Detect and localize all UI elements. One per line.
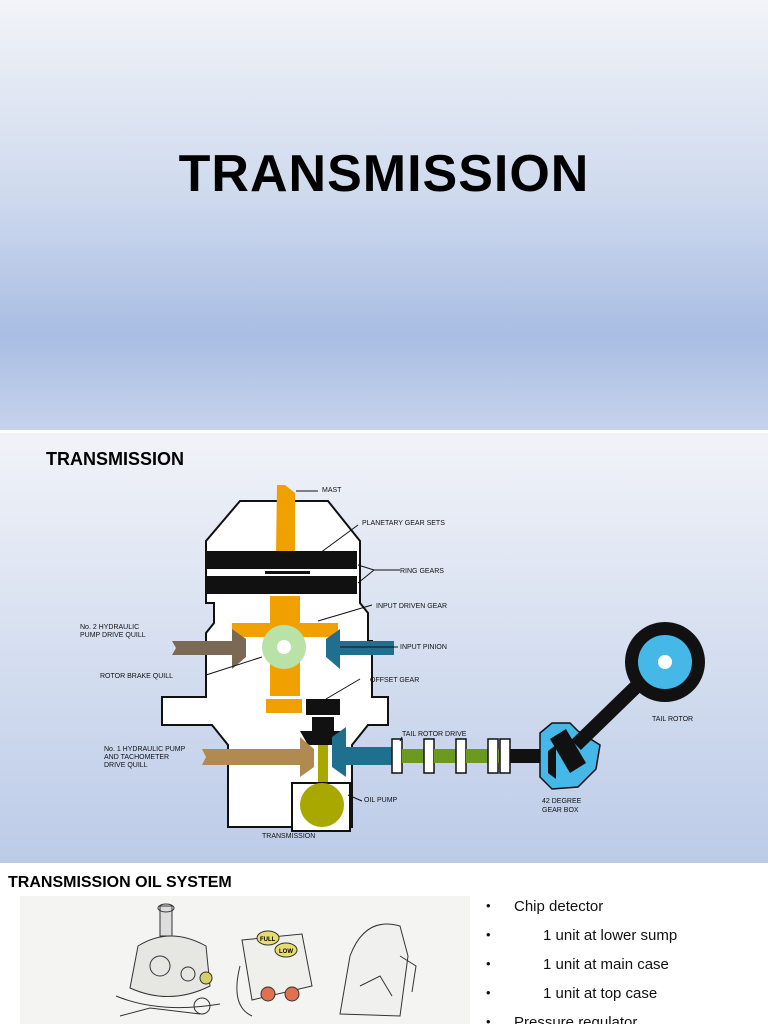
label-gearbox-line1: 42 DEGREE: [542, 798, 582, 805]
label-hydraulic-1-line3: DRIVE QUILL: [104, 762, 148, 769]
label-hydraulic-2-line2: PUMP DRIVE QUILL: [80, 632, 146, 639]
tag-full: FULL: [260, 937, 276, 943]
input-pinion: [340, 641, 394, 655]
label-tail-rotor: TAIL ROTOR: [652, 716, 693, 723]
label-hydraulic-1-line2: AND TACHOMETER: [104, 754, 169, 761]
bullet-item: •1 unit at lower sump: [486, 927, 678, 944]
label-input-driven-gear: INPUT DRIVEN GEAR: [376, 603, 447, 610]
bullet-dot: •: [486, 927, 491, 942]
mast: [276, 485, 295, 553]
label-rotor-brake-quill: ROTOR BRAKE QUILL: [100, 673, 173, 680]
label-offset-gear: OFFSET GEAR: [370, 677, 419, 684]
label-hydraulic-1-line1: No. 1 HYDRAULIC PUMP: [104, 746, 186, 753]
label-transmission: TRANSMISSION: [262, 833, 315, 840]
tag-low: LOW: [279, 949, 293, 955]
diagram-slide: TRANSMISSION: [0, 433, 768, 863]
bullet-item: •Pressure regulator: [484, 1014, 768, 1024]
title-slide: TRANSMISSION: [0, 0, 768, 430]
hydraulic-pump-2-quill: [172, 641, 232, 655]
label-planetary-gear-sets: PLANETARY GEAR SETS: [362, 520, 445, 527]
bullet-dot: •: [486, 985, 491, 1000]
label-tail-rotor-drive: TAIL ROTOR DRIVE: [402, 731, 467, 738]
bullet-item: •1 unit at top case: [486, 985, 658, 1002]
label-ring-gears: RING GEARS: [400, 568, 444, 575]
slide-separator: [0, 430, 768, 433]
bullet-dot: •: [486, 1014, 491, 1024]
transmission-diagram: MAST PLANETARY GEAR SETS RING GEARS INPU…: [80, 485, 705, 840]
oil-system-slide: TRANSMISSION OIL SYSTEM: [0, 866, 768, 1024]
tail-rotor-drive: [391, 738, 550, 774]
hydraulic-pump-1-quill: [202, 749, 300, 765]
ring-gear-lower: [207, 576, 357, 594]
slide-separator: [0, 863, 768, 866]
bullet-dot: •: [486, 898, 491, 913]
label-input-pinion: INPUT PINION: [400, 644, 447, 651]
slide-title: TRANSMISSION: [46, 449, 185, 469]
slide-title: TRANSMISSION OIL SYSTEM: [8, 874, 232, 891]
ring-gear-upper: [207, 551, 357, 569]
bullet-dot: •: [486, 956, 491, 971]
label-hydraulic-2-line1: No. 2 HYDRAULIC: [80, 624, 139, 631]
bullet-item: •Chip detector: [486, 898, 604, 915]
slide-title: TRANSMISSION: [178, 145, 590, 203]
oil-pump: [300, 783, 344, 827]
offset-gear: [306, 699, 340, 715]
oil-system-illustration: FULL LOW: [20, 896, 470, 1024]
label-gearbox-line2: GEAR BOX: [542, 807, 579, 814]
label-mast: MAST: [322, 487, 342, 494]
label-oil-pump: OIL PUMP: [364, 797, 398, 804]
bullet-list: •Chip detector •1 unit at lower sump •1 …: [484, 898, 768, 1024]
bullet-item: •1 unit at main case: [486, 956, 669, 973]
